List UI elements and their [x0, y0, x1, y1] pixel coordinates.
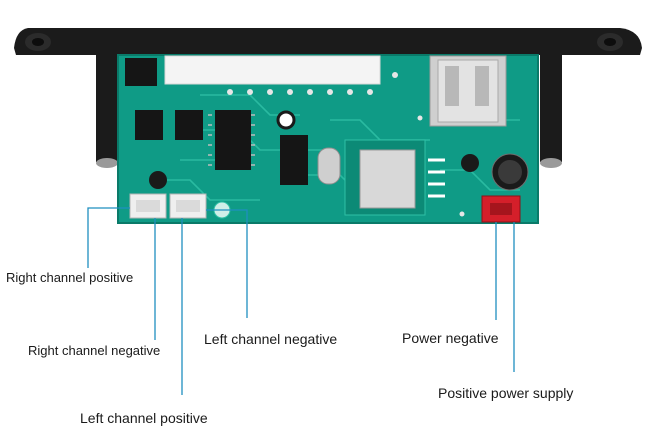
- audio-connector-left: [169, 193, 207, 219]
- bluetooth-module: [344, 139, 445, 216]
- label-right-channel-positive: Right channel positive: [6, 270, 134, 285]
- mounting-posts: [96, 52, 562, 168]
- leader-lines: [87, 207, 515, 395]
- leader-right-positive: [87, 207, 130, 268]
- ic-chip-icon: [125, 58, 308, 185]
- audio-connector-right: [129, 193, 167, 219]
- crystal-oscillator: [317, 147, 341, 185]
- power-connector: [481, 195, 521, 223]
- label-left-channel-negative: Left channel negative: [204, 331, 338, 347]
- label-right-channel-negative: Right channel negative: [28, 343, 161, 358]
- leader-left-negative: [206, 209, 248, 318]
- label-positive-power-supply: Positive power supply: [438, 385, 574, 401]
- faceplate-bezel: [14, 28, 642, 55]
- usb-port-icon: [429, 55, 507, 127]
- display-window: [164, 55, 381, 85]
- capacitor-icon: [149, 110, 529, 191]
- label-power-negative: Power negative: [402, 330, 499, 346]
- label-left-channel-positive: Left channel positive: [80, 410, 208, 426]
